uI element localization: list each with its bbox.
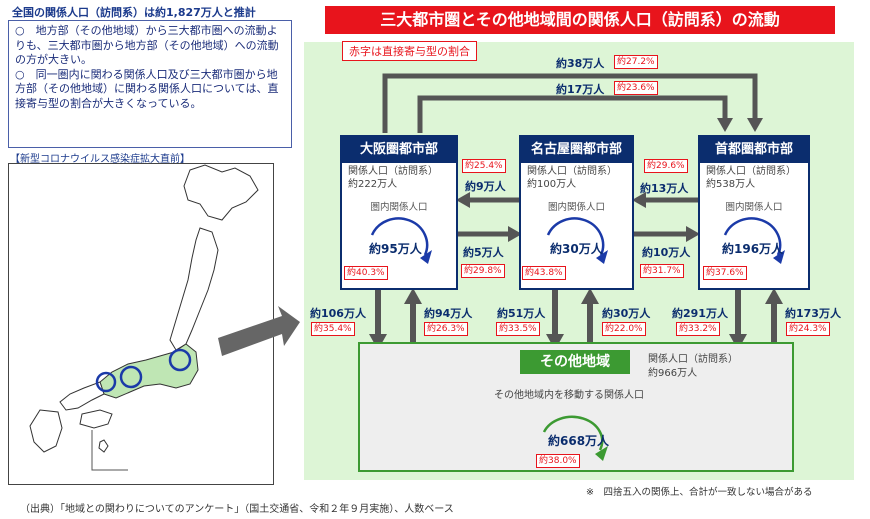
tokyo-stat-label: 関係人口（訪問系）: [706, 166, 796, 177]
osaka-map-circle: [95, 371, 117, 393]
nagoya-to-tokyo-arrow: [686, 226, 700, 242]
nagoya-up-pct: 約22.0%: [602, 322, 646, 336]
osaka-box: 大阪圏都市部 関係人口（訪問系） 約222万人 圏内関係人口: [340, 135, 458, 290]
legend-note: 赤字は直接寄与型の割合: [342, 41, 477, 61]
top-flow-2-value: 約17万人: [556, 83, 605, 96]
top-flow-2-pct: 約23.6%: [614, 81, 658, 95]
nagoya-inner-pct: 約43.8%: [522, 266, 566, 280]
tokyo-map-circle: [168, 348, 192, 372]
nagoya-down-value: 約51万人: [497, 307, 546, 320]
covid-caption: 【新型コロナウイルス感染症拡大直前】: [10, 154, 190, 165]
tokyo-down-value: 約291万人: [672, 307, 728, 320]
summary-bullet-1: ○ 地方部（その他地域）から三大都市圏への流動よりも、三大都市圏から地方部（その…: [15, 24, 279, 66]
nagoya-down-pct: 約33.5%: [496, 322, 540, 336]
summary-box: ○ 地方部（その他地域）から三大都市圏への流動よりも、三大都市圏から地方部（その…: [8, 20, 292, 148]
nagoya-stat-label: 関係人口（訪問系）: [527, 166, 617, 177]
nagoya-up-arrow: [581, 288, 599, 304]
nagoya-inner-value: 約30万人: [550, 242, 603, 256]
other-inner-pct: 約38.0%: [536, 454, 580, 468]
other-region-title: その他地域: [520, 350, 630, 374]
osaka-nagoya-lower-pct: 約29.8%: [461, 264, 505, 278]
top-flow-1-pct: 約27.2%: [614, 55, 658, 69]
nagoya-tokyo-lower-value: 約10万人: [642, 246, 691, 259]
tokyo-up-pct: 約24.3%: [786, 322, 830, 336]
tokyo-title: 首都圏都市部: [700, 137, 808, 163]
tokyo-to-nagoya-arrow: [632, 192, 646, 208]
tokyo-inner-label: 圏内関係人口: [725, 202, 783, 213]
osaka-nagoya-upper-pct: 約25.4%: [462, 159, 506, 173]
pointer-arrow: [218, 306, 300, 356]
tokyo-loop-arrow: [773, 250, 785, 264]
diagram-title: 三大都市圏とその他地域間の関係人口（訪問系）の流動: [325, 6, 835, 34]
nagoya-tokyo-upper-value: 約13万人: [640, 182, 689, 195]
nagoya-stat-value: 約100万人: [527, 179, 577, 190]
nagoya-tokyo-upper-pct: 約29.6%: [644, 159, 688, 173]
nagoya-to-osaka-arrow: [456, 192, 470, 208]
nagoya-up-value: 約30万人: [602, 307, 651, 320]
top-flow-arrow-outer: [382, 73, 758, 133]
osaka-title: 大阪圏都市部: [342, 137, 456, 163]
rounding-note: ※ 四捨五入の関係上、合計が一致しない場合がある: [586, 487, 813, 498]
osaka-stat-label: 関係人口（訪問系）: [348, 166, 438, 177]
tokyo-up-value: 約173万人: [785, 307, 841, 320]
nagoya-tokyo-lower-pct: 約31.7%: [640, 264, 684, 278]
osaka-inner-value: 約95万人: [369, 242, 422, 256]
other-stat-value: 約966万人: [648, 368, 698, 379]
osaka-down-value: 約106万人: [310, 307, 366, 320]
tokyo-up-arrow: [765, 288, 783, 304]
tokyo-stat-value: 約538万人: [706, 179, 756, 190]
osaka-up-value: 約94万人: [424, 307, 473, 320]
nagoya-inner-label: 圏内関係人口: [547, 202, 605, 213]
tokyo-inner-value: 約196万人: [722, 242, 784, 256]
tokyo-down-pct: 約33.2%: [676, 322, 720, 336]
nagoya-title: 名古屋圏都市部: [521, 137, 632, 163]
other-inner-label: その他地域内を移動する関係人口: [494, 390, 644, 401]
osaka-inner-label: 圏内関係人口: [370, 202, 428, 213]
osaka-to-nagoya-arrow: [508, 226, 522, 242]
tokyo-box: 首都圏都市部 関係人口（訪問系） 約538万人 圏内関係人口: [698, 135, 810, 290]
other-stat-label: 関係人口（訪問系）: [648, 354, 738, 365]
osaka-up-pct: 約26.3%: [424, 322, 468, 336]
source-citation: （出典）「地域との関わりについてのアンケート」（国土交通省、令和２年９月実施）、…: [20, 504, 454, 515]
tokyo-inner-pct: 約37.6%: [703, 266, 747, 280]
nagoya-map-circle: [119, 365, 143, 389]
left-heading: 全国の関係人口（訪問系）は約1,827万人と推計: [12, 6, 256, 19]
osaka-inner-pct: 約40.3%: [344, 266, 388, 280]
osaka-stat-value: 約222万人: [348, 179, 398, 190]
summary-bullet-2: ○ 同一圏内に関わる関係人口及び三大都市圏から地方部（その他地域）に関わる関係人…: [15, 67, 279, 110]
other-inner-value: 約668万人: [548, 434, 610, 448]
other-loop-arrow: [595, 446, 608, 461]
osaka-loop-arrow: [420, 250, 432, 264]
osaka-down-pct: 約35.4%: [311, 322, 355, 336]
osaka-nagoya-lower-value: 約5万人: [463, 246, 504, 259]
top-flow-1-value: 約38万人: [556, 57, 605, 70]
osaka-nagoya-upper-value: 約9万人: [465, 180, 506, 193]
nagoya-loop-arrow: [596, 250, 608, 264]
osaka-up-arrow: [404, 288, 422, 304]
top-flow-arrow-inner: [417, 95, 728, 133]
nagoya-box: 名古屋圏都市部 関係人口（訪問系） 約100万人 圏内関係人口: [519, 135, 634, 290]
